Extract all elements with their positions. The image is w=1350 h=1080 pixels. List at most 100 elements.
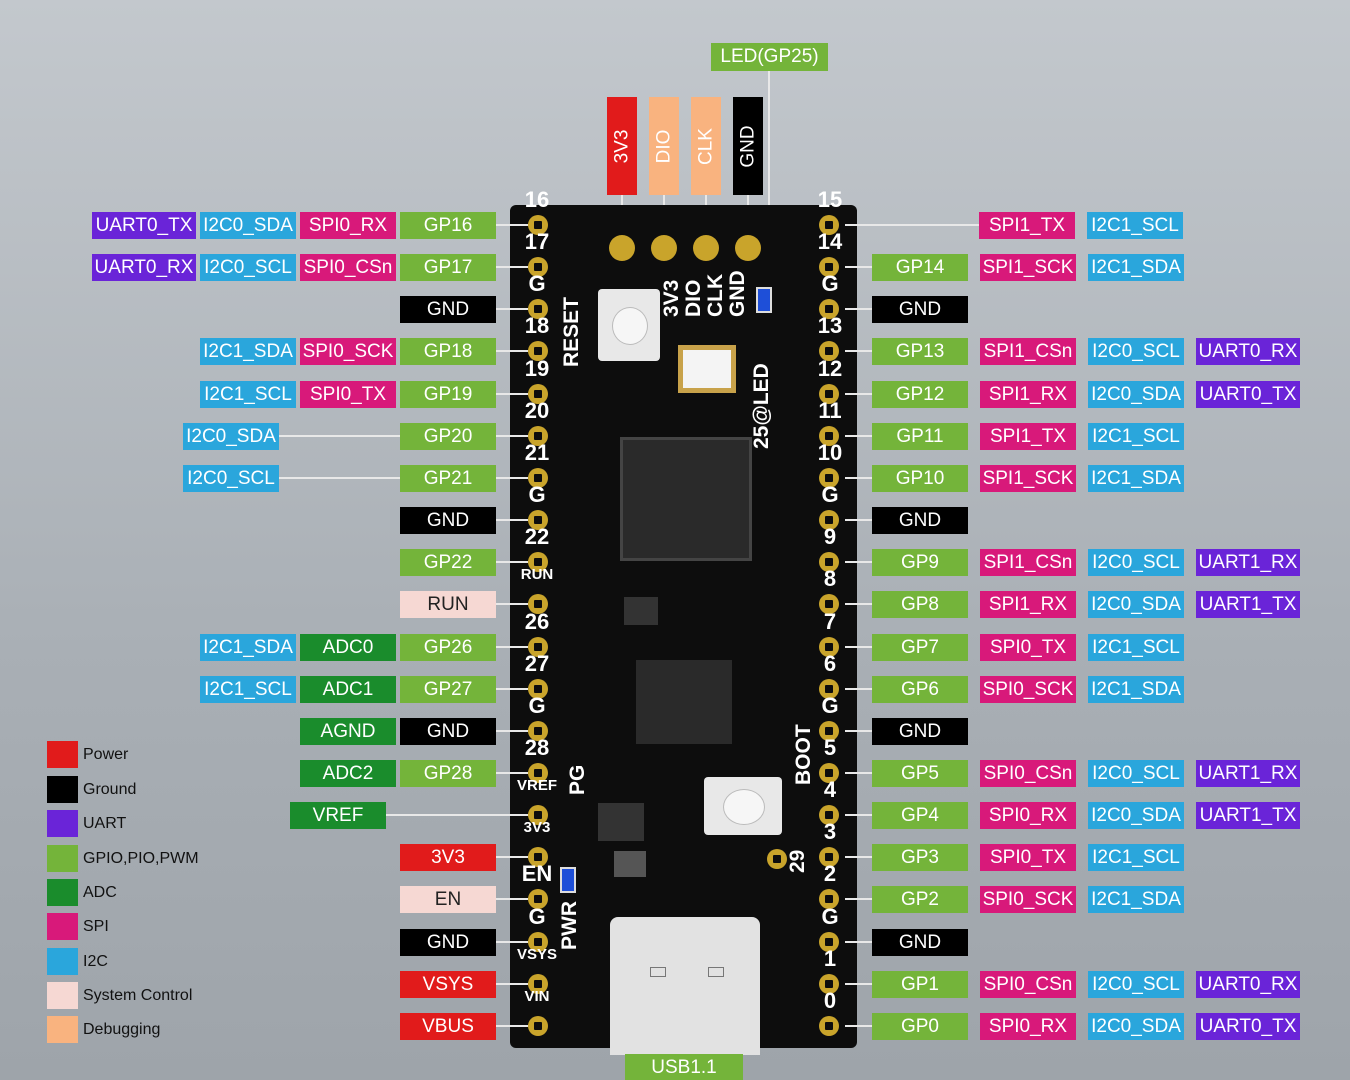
right-pin-1-line bbox=[845, 266, 872, 269]
left-pin-4-line bbox=[496, 392, 528, 395]
right-pin-11-tag-1: SPI0_SCK bbox=[980, 675, 1076, 703]
flash-chip bbox=[636, 660, 732, 744]
header-gnd-tag: GND bbox=[733, 97, 763, 195]
right-pin-16-tag-1: SPI0_SCK bbox=[980, 886, 1076, 914]
left-pad-3 bbox=[528, 341, 548, 362]
left-pin-number-14: VREF bbox=[516, 777, 557, 795]
right-pin-10-tag-2: I2C1_SCL bbox=[1088, 633, 1184, 661]
left-pad-14 bbox=[528, 805, 548, 826]
left-pin-8-line bbox=[496, 561, 528, 564]
right-pin-13-tag-3: UART1_RX bbox=[1196, 759, 1300, 787]
right-pin-number-11: 6 bbox=[823, 650, 837, 676]
right-pin-19-line bbox=[845, 1024, 872, 1027]
right-pad-19 bbox=[819, 1015, 839, 1036]
right-pin-5-tag-0: GP11 bbox=[872, 422, 968, 450]
right-pad-10 bbox=[819, 636, 839, 657]
pad-29 bbox=[767, 849, 787, 869]
right-pin-19-tag-0: GP0 bbox=[872, 1012, 968, 1040]
right-pad-12 bbox=[819, 720, 839, 741]
right-pad-14 bbox=[819, 805, 839, 826]
right-pin-11-line bbox=[845, 687, 872, 690]
right-pin-1-tag-1: SPI1_SCK bbox=[980, 254, 1076, 282]
right-pin-number-8: 9 bbox=[823, 524, 837, 550]
right-pin-9-tag-3: UART1_TX bbox=[1196, 591, 1300, 619]
left-pin-10-line bbox=[496, 645, 528, 648]
left-pad-2 bbox=[528, 299, 548, 320]
left-pad-17 bbox=[528, 931, 548, 952]
right-pad-1 bbox=[819, 257, 839, 278]
right-pin-7-line bbox=[845, 519, 872, 522]
reset-button[interactable] bbox=[598, 289, 660, 361]
right-pin-16-tag-2: I2C1_SDA bbox=[1088, 886, 1184, 914]
right-pin-2-line bbox=[845, 308, 872, 311]
left-pin-16-tag-0: EN bbox=[400, 886, 496, 914]
left-pad-1 bbox=[528, 257, 548, 278]
silk-header-dio: DIO bbox=[682, 279, 705, 317]
left-pin-11-tag-0: I2C1_SCL bbox=[200, 675, 296, 703]
left-pad-4 bbox=[528, 383, 548, 404]
left-pin-3-tag-0: I2C1_SDA bbox=[200, 338, 296, 366]
right-pin-10-line bbox=[845, 645, 872, 648]
left-pin-17-tag-0: GND bbox=[400, 928, 496, 956]
right-pin-9-line bbox=[845, 603, 872, 606]
right-pin-14-tag-2: I2C0_SDA bbox=[1088, 802, 1184, 830]
boot-button[interactable] bbox=[704, 777, 782, 835]
left-pin-12-tag-1: GND bbox=[400, 717, 496, 745]
right-pad-7 bbox=[819, 510, 839, 531]
legend-label-power: Power bbox=[83, 746, 129, 763]
left-pin-number-19: VIN bbox=[524, 987, 550, 1005]
left-pin-6-gap-line bbox=[279, 476, 400, 479]
right-pin-19-tag-3: UART0_TX bbox=[1196, 1012, 1300, 1040]
left-pad-11 bbox=[528, 678, 548, 699]
left-pin-16-line bbox=[496, 898, 528, 901]
right-pin-number-19: 0 bbox=[823, 987, 837, 1013]
legend-swatch-adc bbox=[47, 879, 78, 906]
left-pin-0-tag-3: GP16 bbox=[400, 212, 496, 239]
right-pad-17 bbox=[819, 931, 839, 952]
left-pin-0-tag-2: SPI0_RX bbox=[300, 212, 396, 239]
right-pin-14-tag-0: GP4 bbox=[872, 802, 968, 830]
silk-header-3v3: 3V3 bbox=[660, 279, 683, 317]
right-pad-9 bbox=[819, 594, 839, 615]
legend-label-debugging: Debugging bbox=[83, 1021, 161, 1038]
left-pin-number-2: G bbox=[528, 271, 546, 297]
silk-header-gnd: GND bbox=[726, 270, 749, 317]
right-pad-3 bbox=[819, 341, 839, 362]
left-pin-5-line bbox=[496, 434, 528, 437]
right-pad-15 bbox=[819, 847, 839, 868]
left-pin-11-tag-1: ADC1 bbox=[300, 675, 396, 703]
regulator bbox=[598, 803, 644, 841]
legend-swatch-system-control bbox=[47, 982, 78, 1009]
right-pin-number-13: 5 bbox=[823, 734, 837, 760]
left-pin-0-tag-1: I2C0_SDA bbox=[200, 212, 296, 239]
right-pin-number-10: 7 bbox=[823, 608, 837, 634]
right-pin-5-line bbox=[845, 434, 872, 437]
left-pin-2-line bbox=[496, 308, 528, 311]
left-pin-7-line bbox=[496, 519, 528, 522]
legend-swatch-ground bbox=[47, 776, 78, 803]
left-pin-19-tag-0: VBUS bbox=[400, 1012, 496, 1040]
left-pad-7 bbox=[528, 510, 548, 531]
left-pin-13-tag-1: GP28 bbox=[400, 759, 496, 787]
right-pin-16-line bbox=[845, 898, 872, 901]
right-pin-13-tag-0: GP5 bbox=[872, 759, 968, 787]
right-pin-11-tag-2: I2C1_SDA bbox=[1088, 675, 1184, 703]
left-pin-14-tag-0: VREF bbox=[290, 802, 386, 830]
legend-swatch-uart bbox=[47, 810, 78, 837]
header-clk-tag: CLK bbox=[691, 97, 721, 195]
left-pin-6-tag-1: GP21 bbox=[400, 464, 496, 492]
left-pin-14-vref-line bbox=[386, 814, 528, 817]
right-pin-14-tag-3: UART1_TX bbox=[1196, 802, 1300, 830]
right-pin-number-4: 12 bbox=[817, 355, 843, 381]
right-pin-2-tag-0: GND bbox=[872, 296, 968, 324]
right-pad-8 bbox=[819, 552, 839, 573]
right-pin-5-tag-1: SPI1_TX bbox=[980, 422, 1076, 450]
right-pin-6-tag-0: GP10 bbox=[872, 464, 968, 492]
left-pin-3-line bbox=[496, 350, 528, 353]
right-pin-4-tag-1: SPI1_RX bbox=[980, 380, 1076, 408]
right-pin-1-tag-0: GP14 bbox=[872, 254, 968, 282]
legend-swatch-debugging bbox=[47, 1016, 78, 1043]
right-pin-17-line bbox=[845, 940, 872, 943]
left-pin-4-tag-2: GP19 bbox=[400, 380, 496, 408]
left-pin-5-tag-0: I2C0_SDA bbox=[183, 422, 279, 450]
